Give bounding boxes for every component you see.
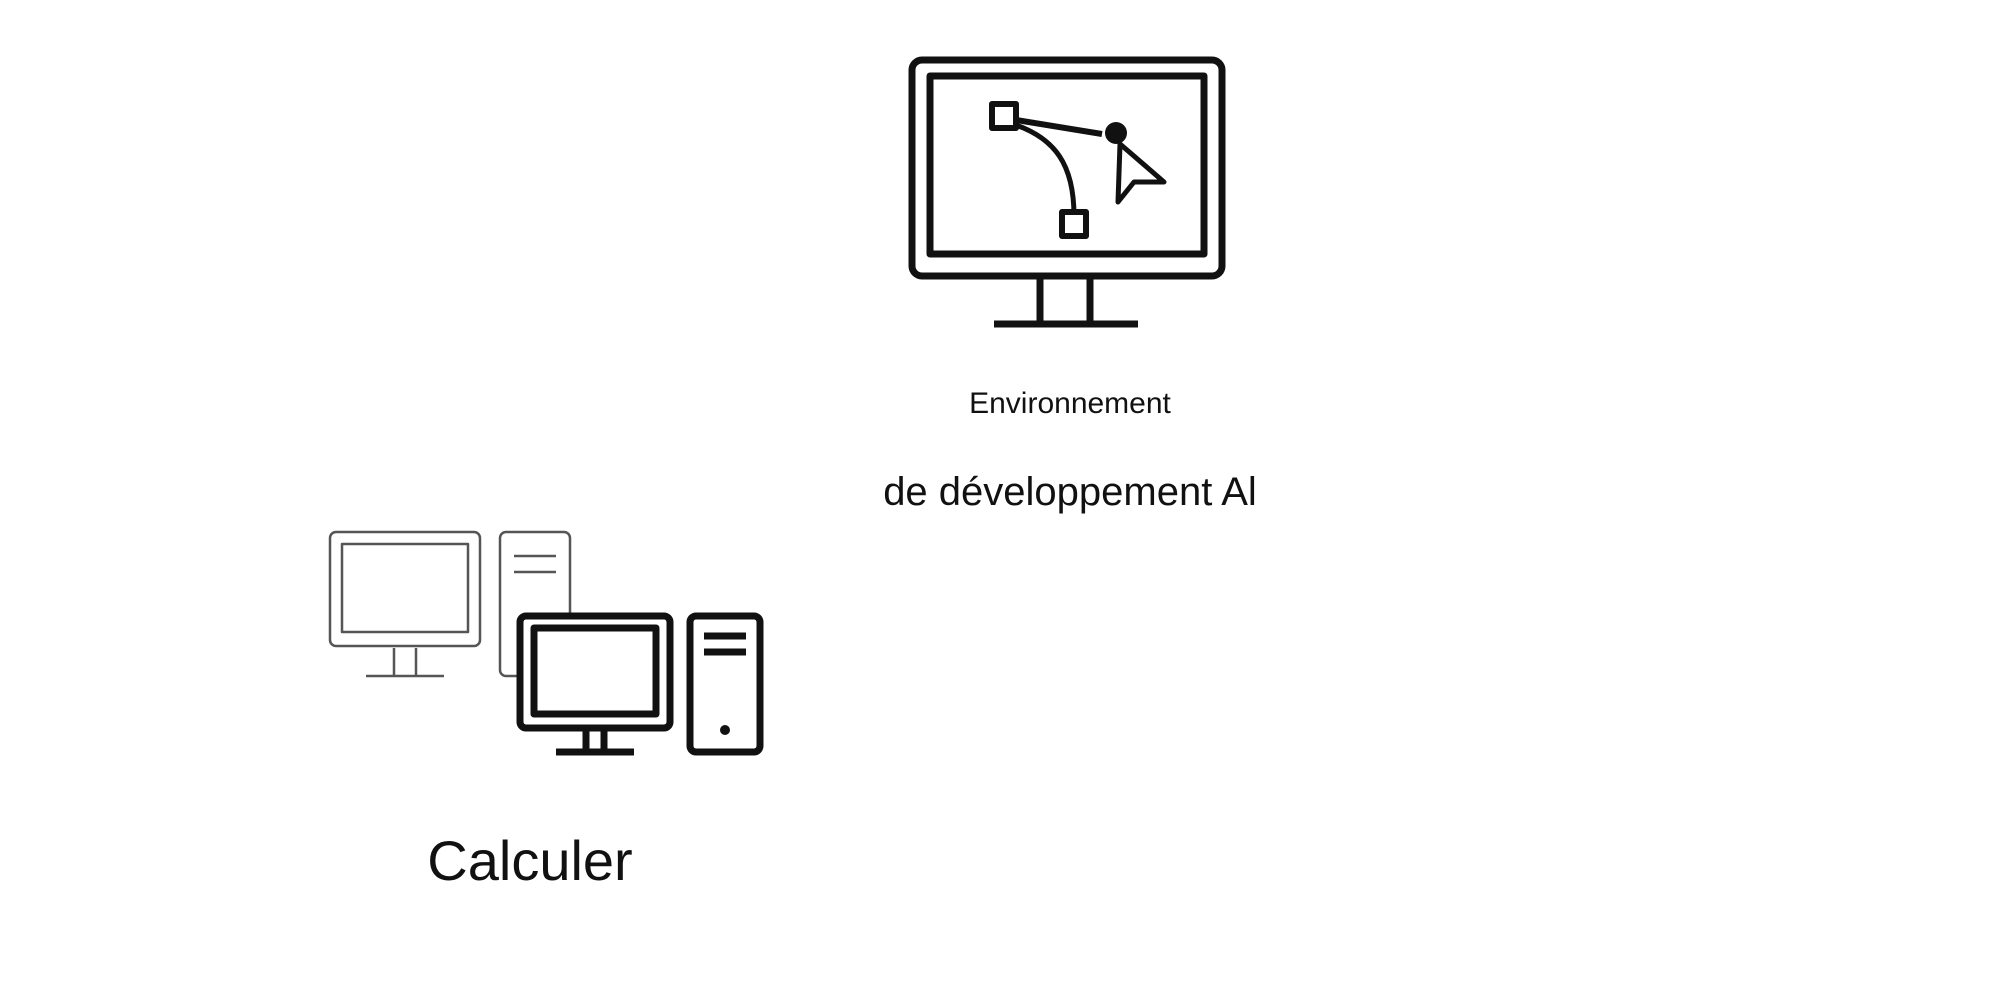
ai-dev-label-line2: de développement Al bbox=[883, 470, 1257, 514]
power-button-dot bbox=[720, 725, 730, 735]
desktop-computers-icon bbox=[328, 530, 764, 756]
cursor-arrow bbox=[1115, 141, 1167, 205]
monitor-frame bbox=[908, 56, 1226, 280]
bezier-handle-line bbox=[1015, 117, 1103, 137]
bezier-curve bbox=[1005, 119, 1077, 217]
front-computer bbox=[516, 612, 764, 756]
bezier-handle-dot bbox=[1105, 122, 1127, 144]
monitor-bezier-pen-icon bbox=[908, 56, 1226, 328]
bezier-anchor-start bbox=[989, 101, 1019, 131]
compute-label: Calculer bbox=[427, 829, 633, 892]
bezier-anchor-end bbox=[1059, 209, 1089, 239]
monitor-screen bbox=[926, 72, 1208, 258]
ai-dev-label-line1: Environnement bbox=[969, 387, 1171, 420]
